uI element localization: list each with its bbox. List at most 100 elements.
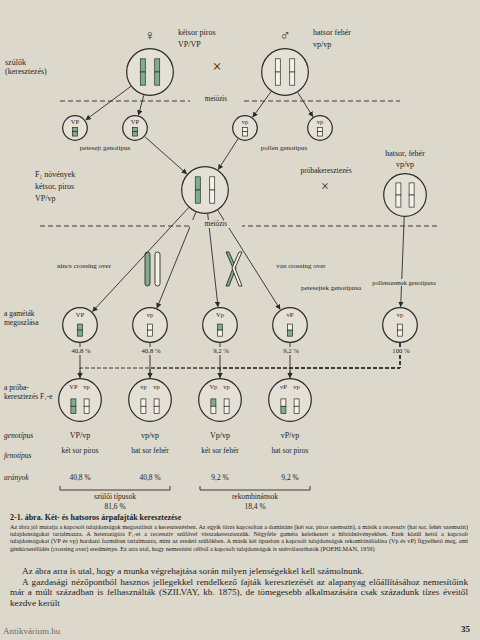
gene-letters: vP [282, 311, 298, 318]
genotype-label: F₁ növények [35, 170, 145, 179]
group-label: szülői típusok [80, 493, 150, 502]
gene-letters: vp [237, 118, 253, 125]
cell-outline [383, 173, 427, 217]
group-label: 18,4 % [220, 503, 290, 512]
genotype-label: kétsor, piros [35, 182, 145, 191]
genotype-label: hatsor fehér [313, 28, 375, 37]
genotype-label: vp/vp [365, 160, 445, 169]
percent: 100 % [382, 347, 420, 355]
cell-circle: VP [62, 307, 98, 343]
cell-circle: VP [62, 115, 88, 141]
row-label: arányok [4, 474, 56, 483]
phenotype: hat sor piros [266, 447, 314, 456]
group-label: rekombinánsok [220, 493, 290, 502]
arrow [80, 343, 400, 378]
body-text: Az ábra arra is utal, hogy a munka végre… [10, 566, 468, 577]
genotype: vp/vp [128, 431, 172, 440]
cell-outline [268, 378, 312, 422]
stage-label: meiózis [190, 95, 242, 103]
bracket [60, 486, 170, 490]
genotype: VP/vp [58, 431, 102, 440]
gene-letters: vP [275, 383, 291, 390]
caption-text: Az ábra jól mutatja a kapcsolt tulajdons… [10, 523, 468, 552]
group-label: 81,6 % [80, 503, 150, 512]
cell-circle: ♀kétsor pirosVP/VP [126, 48, 174, 96]
row-label: a gaméták megoszlása [4, 310, 58, 327]
ratio: 9,2 % [200, 474, 240, 483]
stage-label: meiózis [190, 220, 242, 228]
arrow [401, 217, 405, 307]
cell-circle: VPvp [58, 378, 102, 422]
cell-circle: vpvp [128, 378, 172, 422]
cell-circle: ♂hatsor fehérvp/vp [261, 48, 309, 96]
cell-outline [181, 166, 229, 214]
cell-circle: vp [232, 115, 258, 141]
gamete-label: pollenszemek genotípusa [366, 279, 442, 286]
crossing-label: van crossing over [272, 262, 330, 270]
gene-letters: VP [67, 118, 83, 125]
gamete-label: petesejtek genotípusa [300, 284, 362, 292]
arrow [218, 139, 238, 170]
gene-letters: vp [289, 383, 305, 390]
ratio: 40,8 % [130, 474, 170, 483]
genotype-label: VP/vp [35, 194, 145, 203]
gene-letters: VP [127, 118, 143, 125]
arrow [86, 86, 131, 120]
genotype: Vp/vp [198, 431, 242, 440]
percent: 9,2 % [202, 347, 240, 355]
row-label: genotípus [4, 432, 56, 441]
cell-circle: vp [307, 115, 333, 141]
page-number: 35 [440, 624, 470, 634]
gene-letters: Vp [205, 383, 221, 390]
gamete-label: petesejt genotípus [78, 144, 132, 152]
percent: 40,8 % [62, 347, 100, 355]
gene-letters: vp [79, 383, 95, 390]
gene-letters: Vp [212, 311, 228, 318]
cell-outline [126, 48, 174, 96]
cell-circle: vp [132, 307, 168, 343]
cell-outline [58, 378, 102, 422]
gene-letters: vp [149, 383, 165, 390]
genotype-label: hatsor, fehér [365, 149, 445, 158]
gamete-label: pollen genotípus [257, 144, 311, 152]
arrow [139, 95, 144, 115]
arrow [298, 92, 313, 116]
ratio: 40,8 % [60, 474, 100, 483]
cell-circle: F₁ növényekkétsor, pirosVP/vp [181, 166, 229, 214]
chromosome [155, 252, 160, 286]
percent: 40,8 % [132, 347, 170, 355]
cell-circle: Vp [202, 307, 238, 343]
row-label: fenotípus [4, 452, 56, 461]
cell-outline [198, 378, 242, 422]
row-label: a próba-keresztezés F₁-e [4, 384, 58, 401]
phenotype: hat sor fehér [126, 447, 174, 456]
chromosome [145, 252, 150, 286]
gene-letters: vp [135, 383, 151, 390]
cell-outline [128, 378, 172, 422]
cell-outline [261, 48, 309, 96]
arrow [220, 343, 400, 378]
bracket [200, 486, 310, 490]
cell-circle: Vpvp [198, 378, 242, 422]
genotype: vP/vp [268, 431, 312, 440]
percent: 9,2 % [272, 347, 310, 355]
gene-letters: vp [312, 118, 328, 125]
cross-sign: × [315, 179, 335, 195]
arrow [93, 208, 189, 312]
ratio: 9,2 % [270, 474, 310, 483]
cell-circle: vP [272, 307, 308, 343]
genotype-label: kétsor piros [178, 28, 240, 37]
cross-sign: × [207, 58, 227, 76]
caption: 2-1. ábra. Két- és hatsoros árpafajták k… [10, 513, 468, 522]
cell-circle: hatsor, fehérvp/vp [383, 173, 427, 217]
gene-letters: VP [72, 311, 88, 318]
cell-circle: vPvp [268, 378, 312, 422]
genotype-label: vp/vp [313, 40, 375, 49]
body-text: A gazdasági nézőpontból hasznos jellegek… [10, 577, 468, 609]
gene-letters: vp [142, 311, 158, 318]
sex-symbol: ♂ [275, 28, 295, 44]
genotype-label: VP/VP [178, 40, 240, 49]
gene-letters: vp [392, 311, 408, 318]
cell-circle: vp [382, 307, 418, 343]
